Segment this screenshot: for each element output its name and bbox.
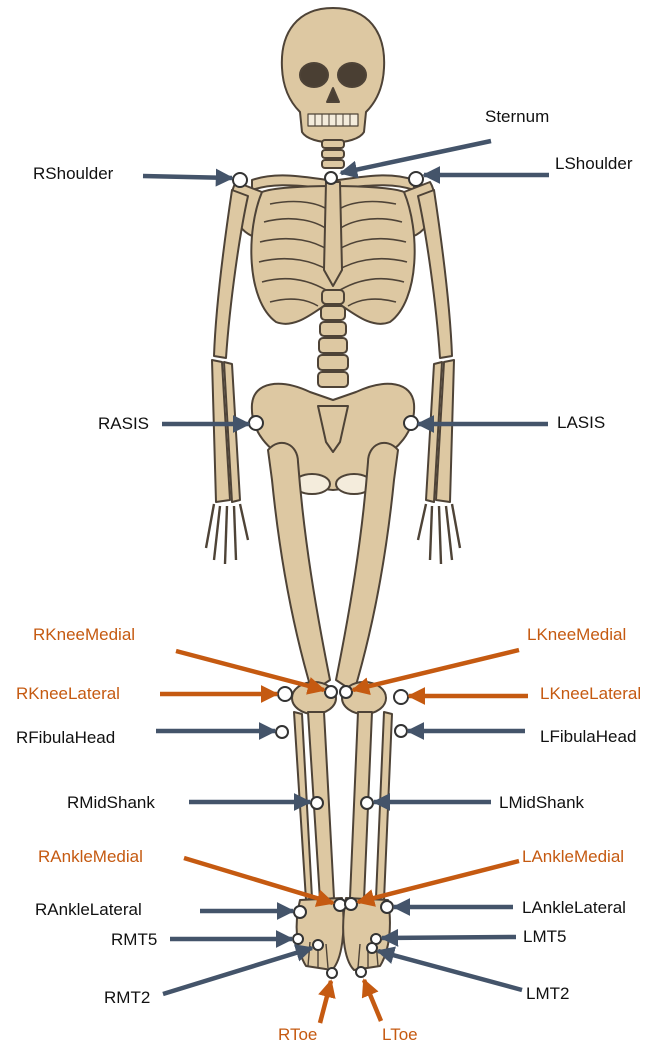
marker-l-asis — [404, 416, 418, 430]
label-l-ankle-medial: LAnkleMedial — [522, 847, 624, 867]
marker-r-shoulder — [233, 173, 247, 187]
label-r-knee-medial: RKneeMedial — [33, 625, 135, 645]
skeleton — [206, 8, 460, 970]
label-r-knee-lateral: RKneeLateral — [16, 684, 120, 704]
label-l-toe: LToe — [382, 1025, 418, 1045]
arrow-l-toe — [364, 980, 381, 1021]
marker-l-ankle-lateral — [381, 901, 393, 913]
label-r-ankle-medial: RAnkleMedial — [38, 847, 143, 867]
label-l-knee-lateral: LKneeLateral — [540, 684, 641, 704]
label-r-toe: RToe — [278, 1025, 317, 1045]
marker-r-toe — [327, 968, 337, 978]
label-r-shoulder: RShoulder — [33, 164, 113, 184]
arrow-l-mt2 — [378, 951, 522, 990]
marker-r-knee-lateral — [278, 687, 292, 701]
sternum-bone — [324, 182, 342, 286]
arrow-l-knee-medial — [353, 650, 519, 690]
marker-l-knee-lateral — [394, 690, 408, 704]
arrow-r-shoulder — [143, 176, 232, 178]
arrow-sternum — [341, 141, 491, 173]
marker-r-asis — [249, 416, 263, 430]
marker-r-ankle-lateral — [294, 906, 306, 918]
right-humerus — [214, 190, 248, 358]
marker-l-mt2 — [367, 943, 377, 953]
marker-r-mid-shank — [311, 797, 323, 809]
label-sternum: Sternum — [485, 107, 549, 127]
label-r-mt2: RMT2 — [104, 988, 150, 1008]
right-hand — [206, 504, 248, 564]
label-l-asis: LASIS — [557, 413, 605, 433]
label-l-ankle-lateral: LAnkleLateral — [522, 898, 626, 918]
left-hand — [418, 504, 460, 564]
label-l-knee-medial: LKneeMedial — [527, 625, 626, 645]
marker-l-toe — [356, 967, 366, 977]
marker-r-knee-medial — [325, 686, 337, 698]
left-fibula — [376, 712, 392, 900]
arrow-r-mt2 — [163, 948, 312, 994]
arrow-l-mt5 — [382, 937, 516, 938]
label-r-ankle-lateral: RAnkleLateral — [35, 900, 142, 920]
marker-sternum — [325, 172, 337, 184]
left-humerus — [418, 190, 452, 358]
label-r-asis: RASIS — [98, 414, 149, 434]
skull — [282, 8, 384, 143]
marker-r-mt5 — [293, 934, 303, 944]
label-l-mt2: LMT2 — [526, 984, 569, 1004]
label-l-fibula-head: LFibulaHead — [540, 727, 636, 747]
label-l-mt5: LMT5 — [523, 927, 566, 947]
cervical-spine — [322, 140, 344, 168]
label-l-mid-shank: LMidShank — [499, 793, 584, 813]
marker-l-ankle-medial — [345, 898, 357, 910]
arrow-r-toe — [320, 981, 331, 1023]
marker-l-fibula-head — [395, 725, 407, 737]
label-r-mid-shank: RMidShank — [67, 793, 155, 813]
label-r-fibula-head: RFibulaHead — [16, 728, 115, 748]
marker-l-mid-shank — [361, 797, 373, 809]
marker-r-fibula-head — [276, 726, 288, 738]
marker-l-shoulder — [409, 172, 423, 186]
label-l-shoulder: LShoulder — [555, 154, 633, 174]
marker-r-mt2 — [313, 940, 323, 950]
marker-l-knee-medial — [340, 686, 352, 698]
label-r-mt5: RMT5 — [111, 930, 157, 950]
